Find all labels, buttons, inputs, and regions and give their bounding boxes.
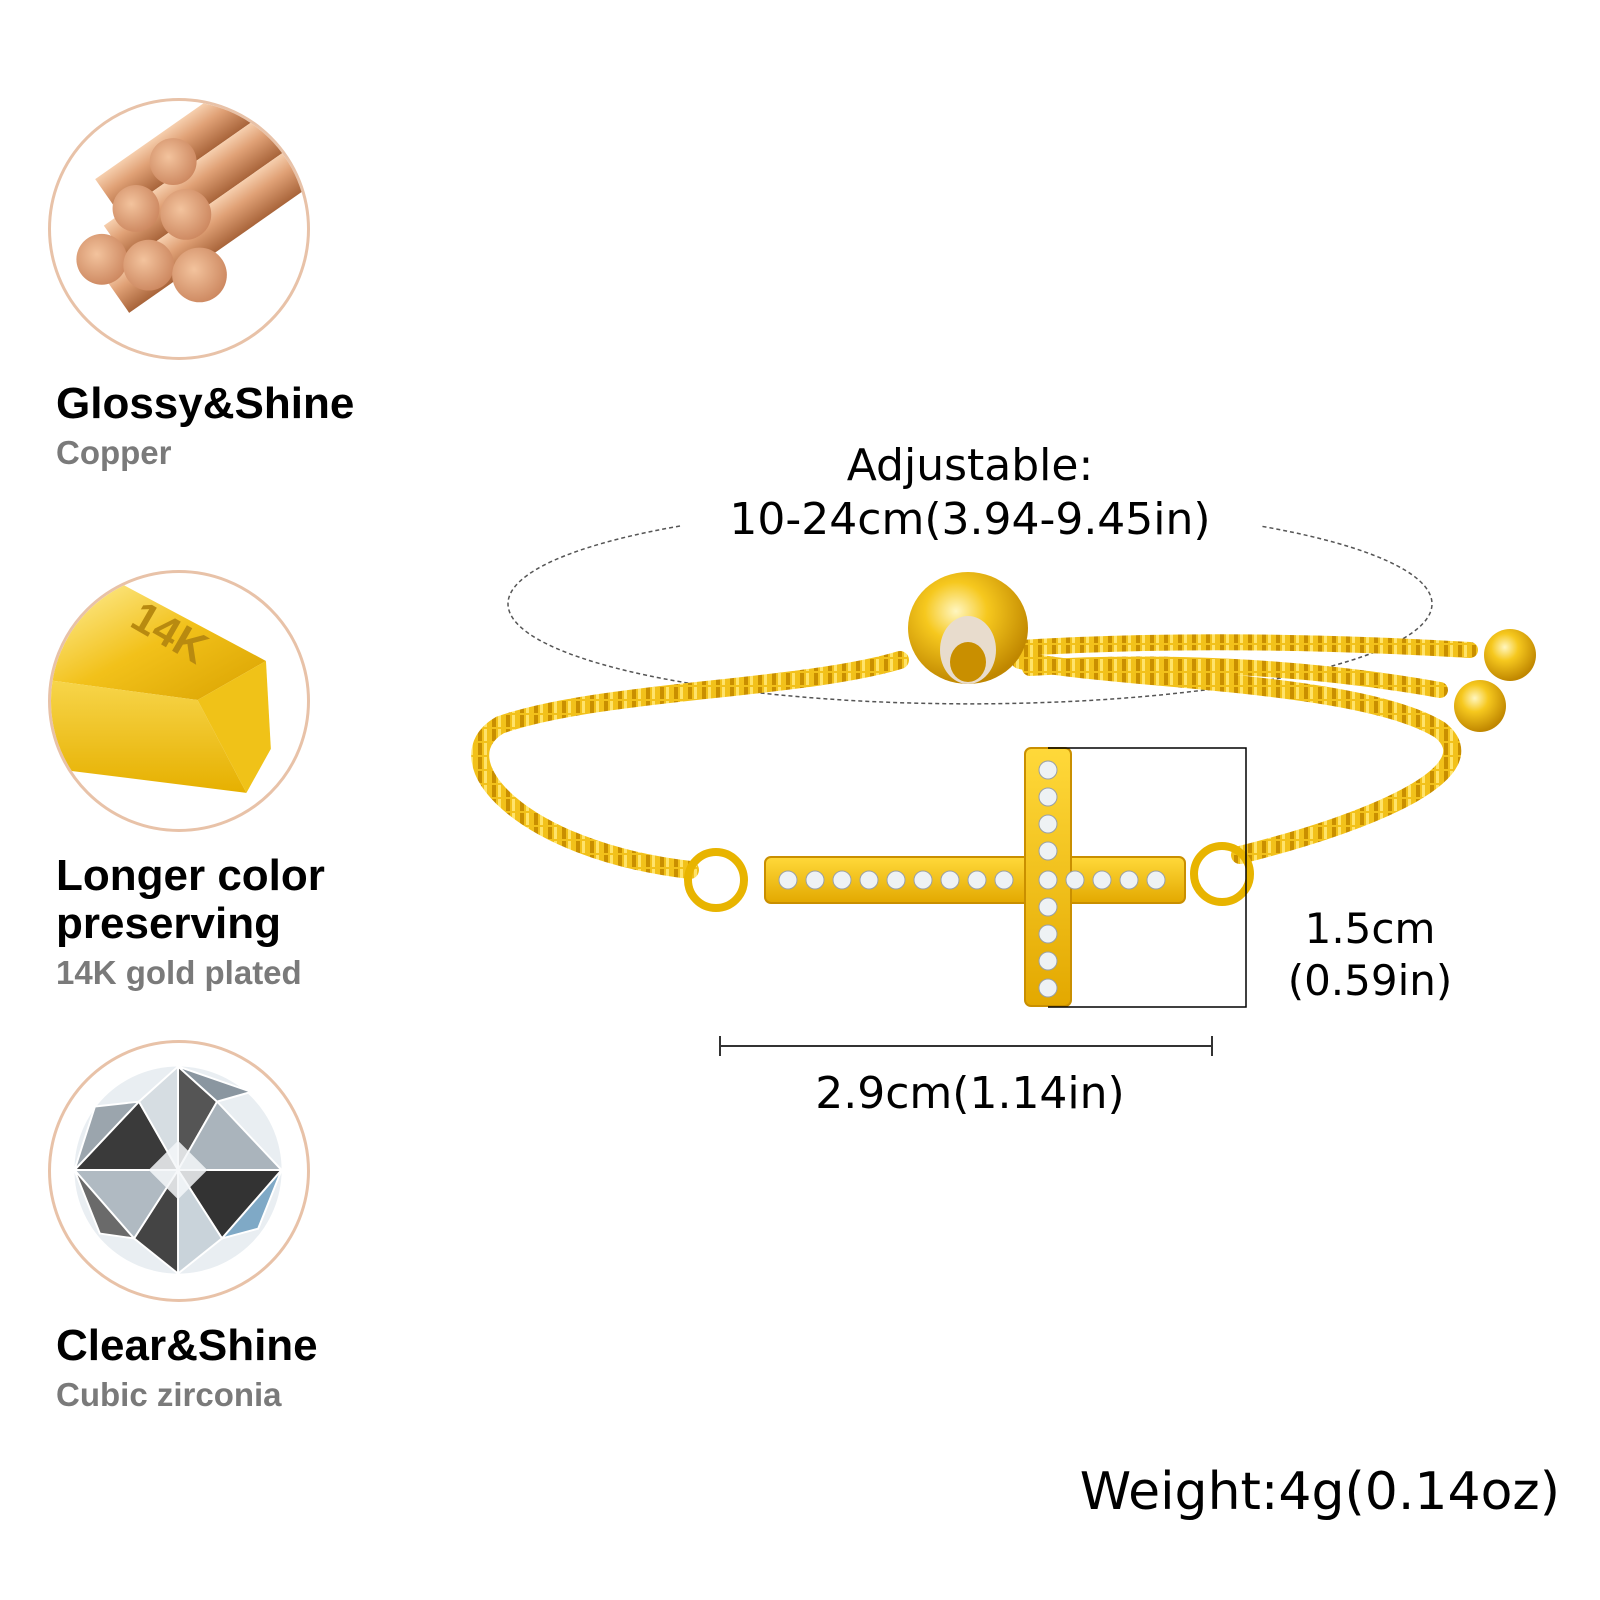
height-in: (0.59in) — [1287, 956, 1453, 1005]
height-dimension-marker — [1048, 747, 1247, 1008]
weight-label: Weight:4g(0.14oz) — [1079, 1462, 1560, 1522]
cross-pendant-icon — [764, 747, 1186, 1007]
adjustable-label: Adjustable: — [846, 440, 1094, 491]
feature-copper: Glossy&Shine Copper — [48, 98, 388, 472]
feature-zirconia: Clear&Shine Cubic zirconia — [48, 1040, 388, 1414]
feature-subtitle: Copper — [56, 434, 172, 471]
adjustable-range-ellipse — [507, 525, 1433, 705]
adjustable-range: 10-24cm(3.94-9.45in) — [729, 494, 1211, 545]
slider-bead-icon — [908, 572, 1028, 684]
feature-subtitle: 14K gold plated — [56, 954, 302, 991]
copper-rods-icon — [48, 98, 310, 360]
feature-title: Clear&Shine — [56, 1321, 318, 1370]
feature-title: Glossy&Shine — [56, 379, 355, 428]
gold-bar-icon: 14K — [48, 570, 310, 832]
jump-ring-right — [1190, 842, 1254, 906]
feature-title: Longer color preserving — [56, 851, 325, 948]
end-bead-icon — [1484, 629, 1536, 681]
width-dimension: 2.9cm(1.14in) — [815, 1068, 1125, 1119]
end-bead-icon — [1454, 680, 1506, 732]
jump-ring-left — [684, 848, 748, 912]
feature-subtitle: Cubic zirconia — [56, 1376, 282, 1413]
diamond-icon — [48, 1040, 310, 1302]
width-dimension-marker — [719, 1036, 1213, 1056]
height-cm: 1.5cm — [1304, 904, 1436, 953]
feature-gold: 14K Longer color preserving 14K gold pla… — [48, 570, 388, 992]
bracelet-chain — [471, 634, 1478, 879]
